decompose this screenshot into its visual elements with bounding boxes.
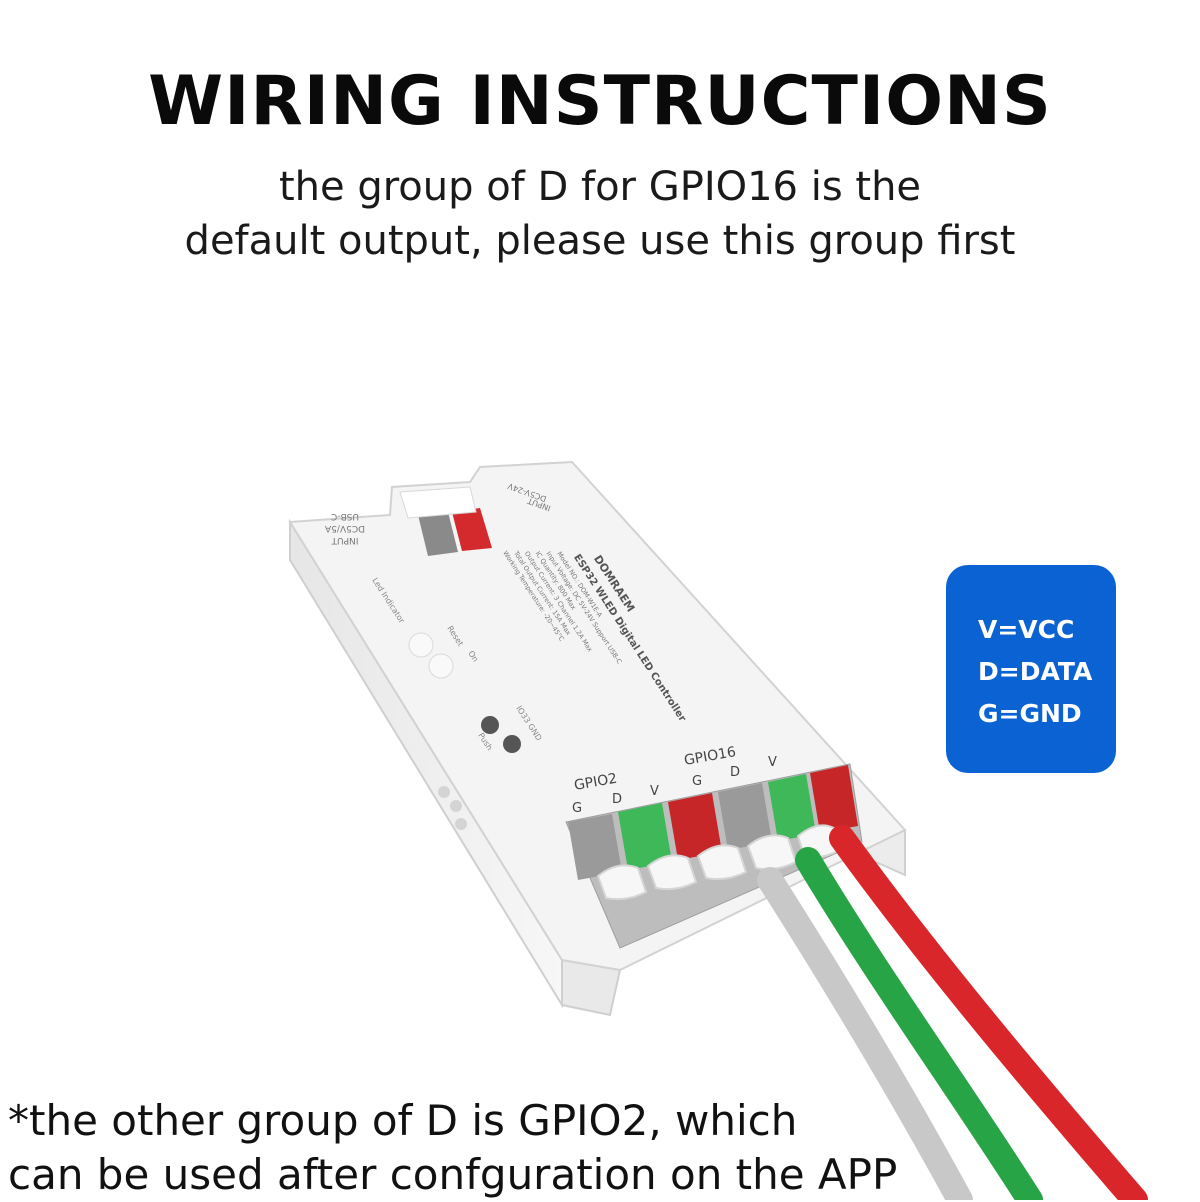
terminal-green <box>618 803 672 870</box>
terminal-lever <box>746 834 798 871</box>
input-terminal-grey <box>418 512 458 556</box>
terminal-red <box>668 793 722 860</box>
terminal-lever <box>696 844 748 881</box>
wire-data <box>795 847 1043 1200</box>
io33-button <box>503 735 521 753</box>
output-terminals <box>568 765 858 880</box>
vent-dot <box>455 818 467 830</box>
pin-v-label: V <box>768 755 777 770</box>
wire-vcc <box>829 825 1148 1200</box>
input-terminal-red <box>452 508 492 551</box>
terminal-grey <box>568 814 622 880</box>
input-left-spec: DC5V/5A <box>324 523 365 533</box>
note-line-2: can be used after confguration on the AP… <box>8 1150 898 1199</box>
vent-dot <box>450 800 462 812</box>
pin-g-label: G <box>572 801 582 816</box>
input-left-port: USB-C <box>331 511 359 521</box>
subtitle: the group of D for GPIO16 is the default… <box>0 160 1200 268</box>
subtitle-line-2: default output, please use this group fi… <box>184 218 1016 264</box>
push-button <box>481 716 499 734</box>
output-wires <box>757 825 1148 1200</box>
terminal-green <box>768 774 816 841</box>
input-left-label: INPUT <box>331 535 358 545</box>
terminal-red <box>810 765 858 833</box>
vent-dot <box>438 786 450 798</box>
terminal-grey <box>718 783 772 850</box>
page-title: WIRING INSTRUCTIONS <box>148 62 1052 141</box>
legend-vcc: V=VCC <box>978 615 1075 644</box>
pin-legend: V=VCC D=DATA G=GND <box>946 565 1116 773</box>
gpio2-label: GPIO2 <box>573 771 618 794</box>
note-line-1: *the other group of D is GPIO2, which <box>8 1096 798 1145</box>
pin-g-label: G <box>692 774 702 789</box>
terminal-lever <box>596 864 648 901</box>
pin-d-label: D <box>730 765 740 780</box>
on-button <box>428 653 454 679</box>
legend-gnd: G=GND <box>978 699 1082 728</box>
reset-button <box>408 632 434 658</box>
gpio2-note: *the other group of D is GPIO2, which ca… <box>8 1094 1008 1202</box>
wire-gnd <box>757 867 973 1200</box>
pin-d-label: D <box>612 792 622 807</box>
terminal-lever <box>646 854 698 891</box>
input-terminal-latch <box>399 486 477 519</box>
pin-v-label: V <box>650 784 659 799</box>
subtitle-line-1: the group of D for GPIO16 is the <box>278 164 922 210</box>
legend-data: D=DATA <box>978 657 1093 686</box>
